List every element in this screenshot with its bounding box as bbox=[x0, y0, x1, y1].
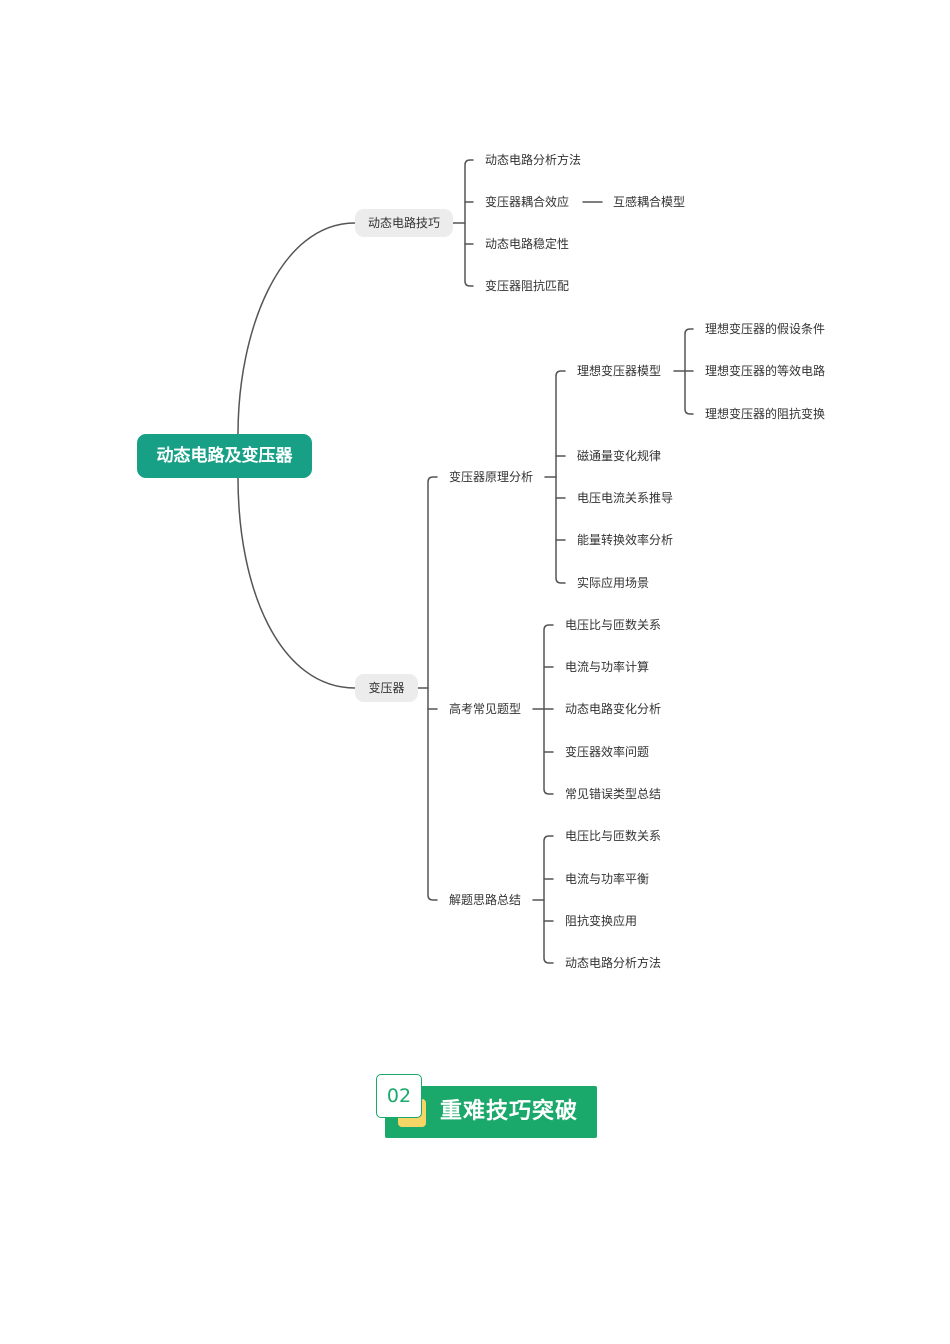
node-impedance-matching[interactable]: 变压器阻抗匹配 bbox=[485, 279, 570, 293]
branch-transformer[interactable]: 变压器 bbox=[355, 674, 418, 702]
node-summary-impedance[interactable]: 阻抗变换应用 bbox=[565, 914, 638, 928]
node-dynamic-analysis-method[interactable]: 动态电路分析方法 bbox=[485, 153, 582, 167]
node-ideal-impedance-transform[interactable]: 理想变压器的阻抗变换 bbox=[705, 407, 826, 421]
node-exam-current-power[interactable]: 电流与功率计算 bbox=[565, 660, 650, 674]
connector-root-branch1 bbox=[237, 222, 356, 435]
node-exam-voltage-ratio[interactable]: 电压比与匝数关系 bbox=[565, 618, 662, 632]
node-solution-summary[interactable]: 解题思路总结 bbox=[449, 893, 522, 907]
node-exam-efficiency[interactable]: 变压器效率问题 bbox=[565, 745, 650, 759]
node-ideal-transformer-model[interactable]: 理想变压器模型 bbox=[577, 364, 662, 378]
node-summary-current-power[interactable]: 电流与功率平衡 bbox=[565, 872, 650, 886]
node-exam-common-errors[interactable]: 常见错误类型总结 bbox=[565, 787, 662, 801]
node-energy-efficiency[interactable]: 能量转换效率分析 bbox=[577, 533, 674, 547]
node-principle-analysis[interactable]: 变压器原理分析 bbox=[449, 470, 534, 484]
node-mutual-coupling-model[interactable]: 互感耦合模型 bbox=[613, 195, 686, 209]
node-exam-dynamic-change[interactable]: 动态电路变化分析 bbox=[565, 702, 662, 716]
node-exam-question-types[interactable]: 高考常见题型 bbox=[449, 702, 522, 716]
connector-root-branch2 bbox=[237, 477, 356, 689]
section-badge: 重难技巧突破 02 bbox=[376, 1074, 598, 1138]
connector-principle-bracket bbox=[555, 370, 566, 584]
node-dynamic-stability[interactable]: 动态电路稳定性 bbox=[485, 237, 570, 251]
node-summary-voltage-ratio[interactable]: 电压比与匝数关系 bbox=[565, 829, 662, 843]
node-ideal-equivalent-circuit[interactable]: 理想变压器的等效电路 bbox=[705, 364, 826, 378]
node-ideal-assumptions[interactable]: 理想变压器的假设条件 bbox=[705, 322, 826, 336]
section-title: 重难技巧突破 bbox=[440, 1099, 579, 1124]
connector-summary-bracket bbox=[543, 835, 554, 964]
root-node[interactable]: 动态电路及变压器 bbox=[137, 434, 312, 478]
node-flux-change[interactable]: 磁通量变化规律 bbox=[577, 449, 662, 463]
node-voltage-current-derivation[interactable]: 电压电流关系推导 bbox=[577, 491, 674, 505]
node-transformer-coupling-effect[interactable]: 变压器耦合效应 bbox=[485, 195, 570, 209]
connector-branch1-bracket bbox=[464, 159, 474, 287]
node-summary-dynamic-method[interactable]: 动态电路分析方法 bbox=[565, 956, 662, 970]
connector-branch2-bracket bbox=[427, 476, 438, 901]
branch-dynamic-circuit-skills[interactable]: 动态电路技巧 bbox=[355, 209, 453, 237]
node-application-scenarios[interactable]: 实际应用场景 bbox=[577, 576, 650, 590]
section-number: 02 bbox=[376, 1074, 422, 1118]
